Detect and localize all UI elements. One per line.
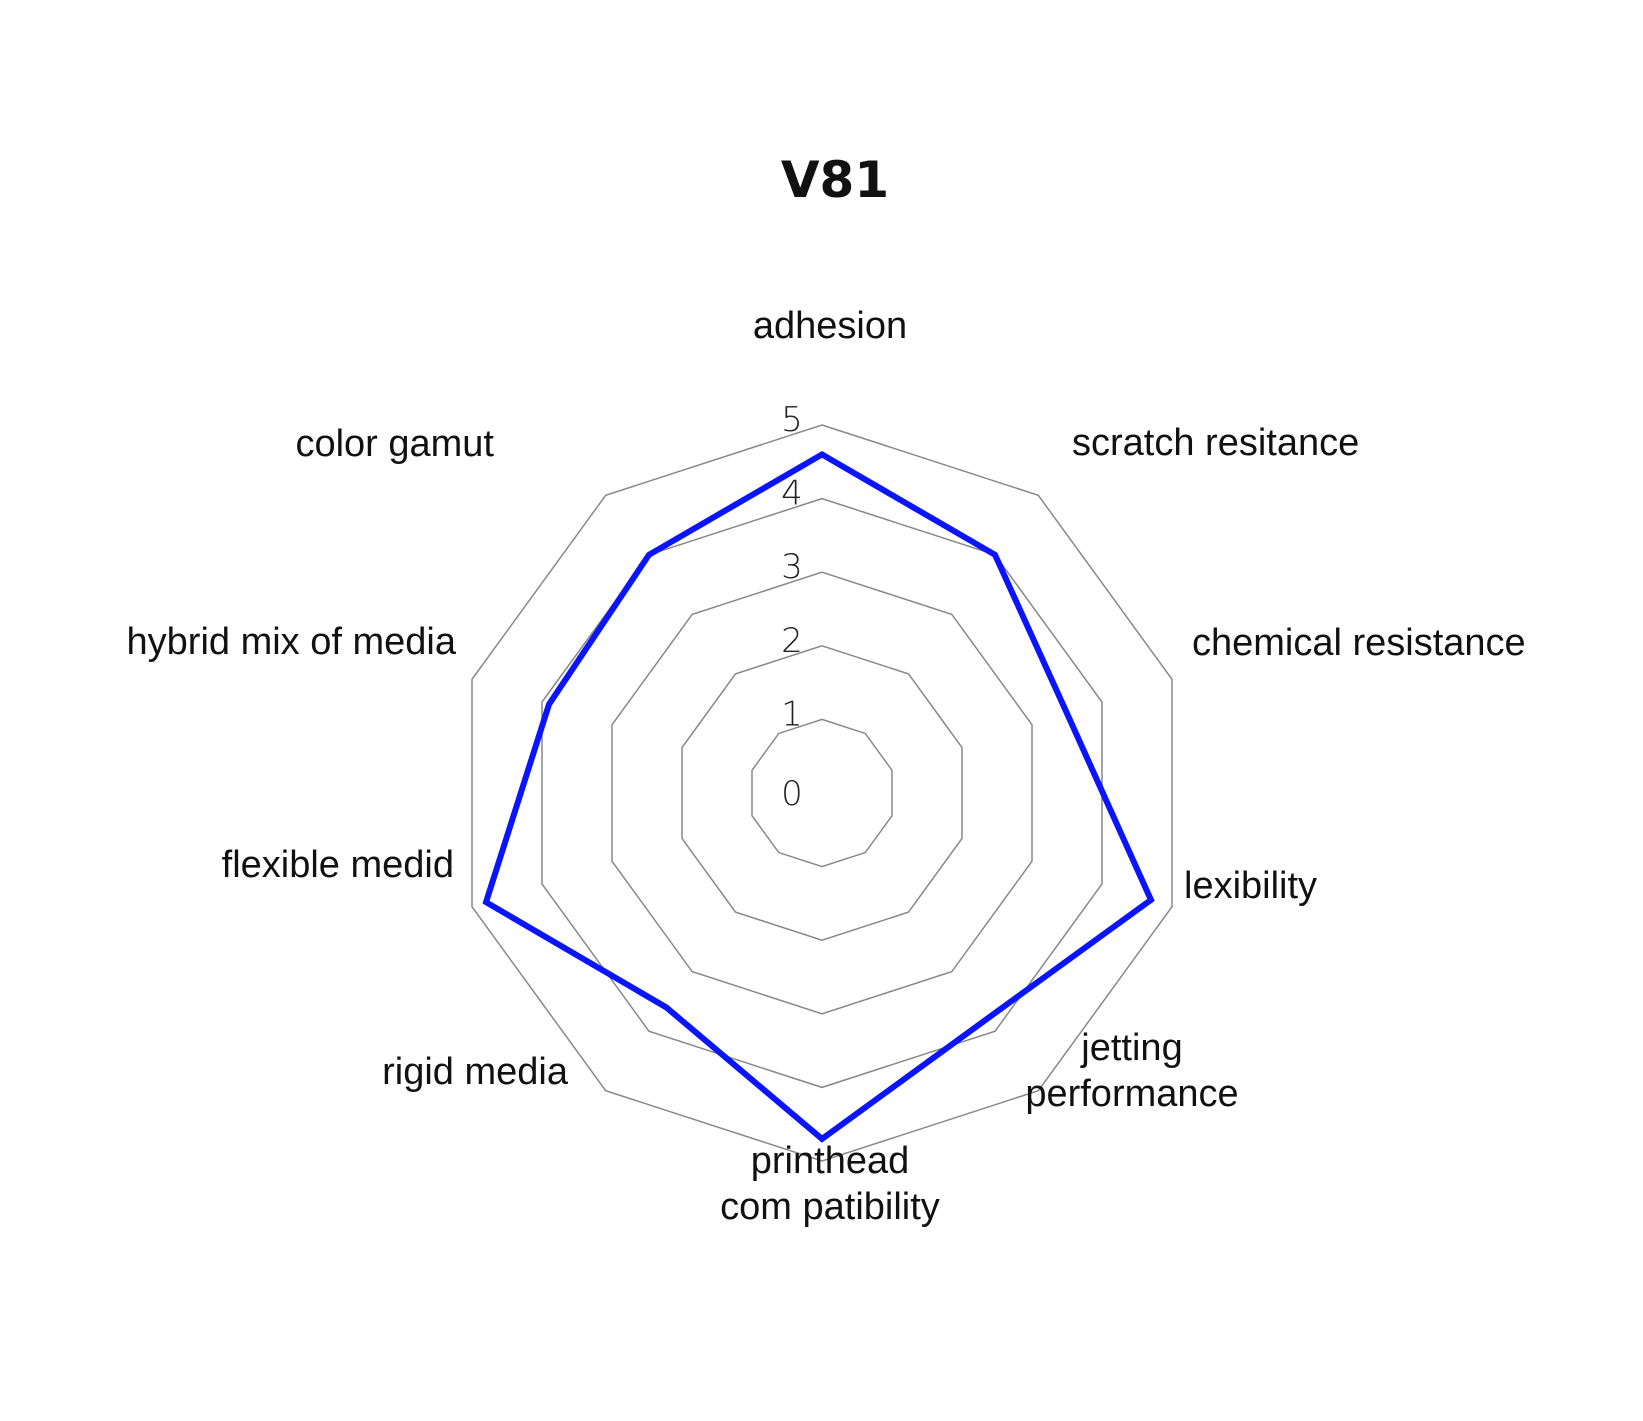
grid-ring-2 bbox=[681, 645, 963, 941]
series-group bbox=[482, 450, 1155, 1143]
grid-ring-1 bbox=[751, 718, 893, 868]
grid-rings bbox=[471, 424, 1173, 1162]
series-line bbox=[482, 450, 1155, 1143]
axis-label: rigid media bbox=[382, 1051, 569, 1093]
tick-label: 4 bbox=[781, 474, 803, 514]
grid-ring-5 bbox=[471, 424, 1173, 1162]
axis-label: color gamut bbox=[295, 423, 494, 465]
axis-labels: adhesion scratch resitance chemical resist… bbox=[127, 305, 1526, 1228]
tick-label: 2 bbox=[781, 621, 803, 661]
axis-label: hybrid mix of media bbox=[127, 621, 457, 663]
tick-label: 1 bbox=[781, 694, 803, 734]
tick-label: 5 bbox=[781, 400, 803, 440]
grid-ring-4 bbox=[541, 497, 1103, 1089]
axis-label: chemical resistance bbox=[1192, 622, 1526, 664]
tick-label: 0 bbox=[781, 774, 803, 814]
grid-ring-3 bbox=[611, 571, 1033, 1015]
tick-label: 3 bbox=[781, 547, 803, 587]
axis-label: flexible medid bbox=[222, 844, 454, 886]
tick-labels: 0 1 2 3 4 5 bbox=[781, 400, 803, 814]
chart-title: V81 bbox=[781, 151, 889, 209]
axis-label: scratch resitance bbox=[1072, 422, 1359, 464]
axis-label: adhesion bbox=[753, 305, 907, 347]
axis-label: lexibility bbox=[1184, 865, 1317, 907]
